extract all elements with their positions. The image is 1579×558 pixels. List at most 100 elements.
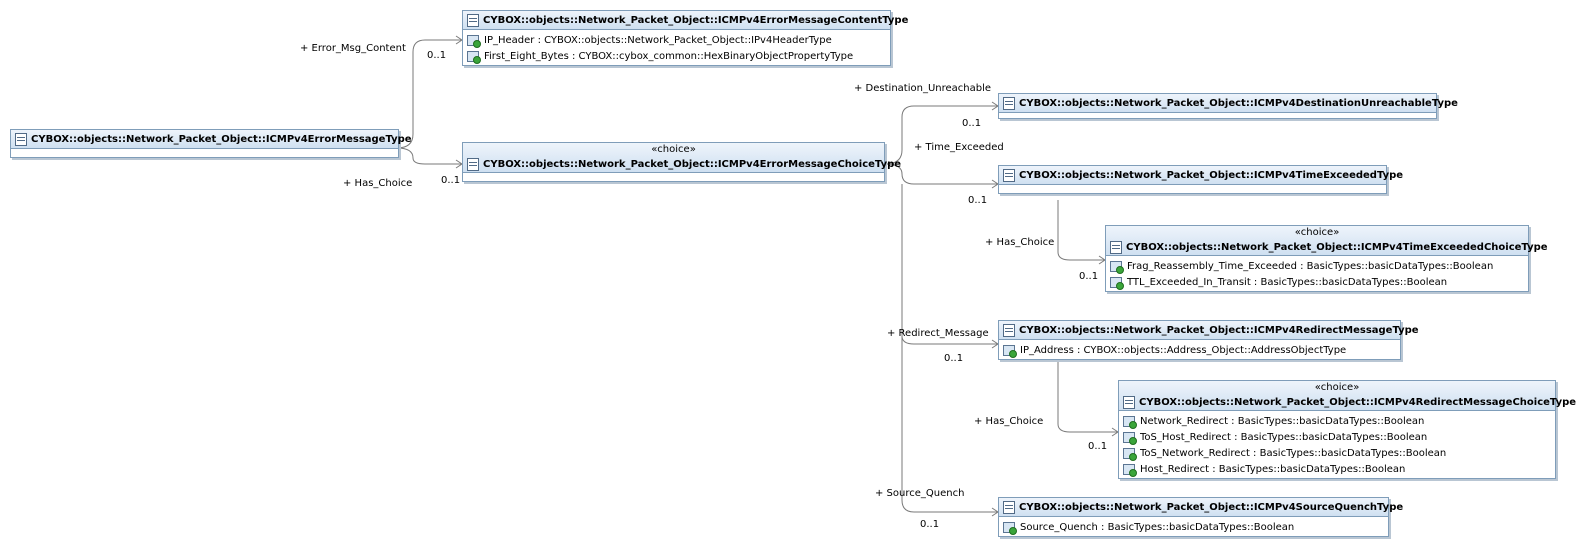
attribute-icon [1110, 276, 1124, 290]
attribute-text: TTL_Exceeded_In_Transit : BasicTypes::ba… [1127, 276, 1448, 288]
stereotype: «choice» [1294, 227, 1340, 238]
attribute-icon [1003, 344, 1017, 358]
class-icmpv4-redirect-message-choice[interactable]: «choice» CYBOX::objects::Network_Packet_… [1118, 380, 1576, 479]
class-icmpv4-time-exceeded-choice[interactable]: «choice» CYBOX::objects::Network_Packet_… [1105, 225, 1548, 292]
multiplicity-label: 0..1 [944, 353, 964, 364]
connector-has-choice [396, 147, 462, 165]
attribute-text: Source_Quench : BasicTypes::basicDataTyp… [1020, 521, 1295, 533]
class-header: CYBOX::objects::Network_Packet_Object::I… [999, 166, 1403, 185]
attribute-text: ToS_Host_Redirect : BasicTypes::basicDat… [1140, 431, 1428, 443]
role-label-te-has-choice: + Has_Choice [985, 237, 1055, 248]
attribute-compartment: Source_Quench : BasicTypes::basicDataTyp… [999, 517, 1388, 536]
class-icon [1003, 168, 1015, 182]
class-name: CYBOX::objects::Network_Packet_Object::I… [1139, 396, 1577, 408]
multiplicity-label: 0..1 [920, 519, 940, 530]
class-header: «choice» CYBOX::objects::Network_Packet_… [1119, 381, 1576, 411]
attribute-compartment: IP_Address : CYBOX::objects::Address_Obj… [999, 340, 1400, 359]
connector-source-quench [901, 499, 998, 513]
attribute-icon [1123, 431, 1137, 445]
stereotype: «choice» [651, 144, 696, 155]
class-header: CYBOX::objects::Network_Packet_Object::I… [999, 498, 1403, 517]
attribute-row[interactable]: Network_Redirect : BasicTypes::basicData… [1123, 413, 1551, 429]
class-icmpv4-error-message-content[interactable]: CYBOX::objects::Network_Packet_Object::I… [462, 10, 908, 66]
class-icmpv4-error-message-choice[interactable]: «choice» CYBOX::objects::Network_Packet_… [462, 142, 901, 182]
connector-destination-unreachable [884, 105, 998, 165]
class-name: CYBOX::objects::Network_Packet_Object::I… [1019, 324, 1419, 336]
attribute-compartment [999, 113, 1436, 118]
class-icon [467, 157, 479, 171]
class-name: CYBOX::objects::Network_Packet_Object::I… [1019, 501, 1404, 513]
class-header: CYBOX::objects::Network_Packet_Object::I… [999, 94, 1458, 113]
attribute-compartment [463, 173, 884, 181]
class-header: CYBOX::objects::Network_Packet_Object::I… [999, 321, 1419, 340]
class-name: CYBOX::objects::Network_Packet_Object::I… [1126, 241, 1548, 253]
attribute-text: ToS_Network_Redirect : BasicTypes::basic… [1140, 447, 1447, 459]
attribute-row[interactable]: IP_Header : CYBOX::objects::Network_Pack… [467, 32, 886, 48]
attribute-compartment [999, 185, 1386, 193]
class-header: «choice» CYBOX::objects::Network_Packet_… [1106, 226, 1548, 256]
attribute-icon [1003, 521, 1017, 535]
role-label-rm-has-choice: + Has_Choice [974, 416, 1044, 427]
class-header: CYBOX::objects::Network_Packet_Object::I… [463, 11, 908, 30]
attribute-text: First_Eight_Bytes : CYBOX::cybox_common:… [484, 50, 854, 62]
role-label-source-quench: + Source_Quench [875, 488, 965, 499]
role-label-time-exceeded: + Time_Exceeded [914, 142, 1004, 153]
class-icon [467, 13, 479, 27]
attribute-row[interactable]: ToS_Network_Redirect : BasicTypes::basic… [1123, 445, 1551, 461]
attribute-row[interactable]: Frag_Reassembly_Time_Exceeded : BasicTyp… [1110, 258, 1524, 274]
multiplicity-label: 0..1 [427, 50, 447, 61]
attribute-text: IP_Address : CYBOX::objects::Address_Obj… [1020, 344, 1347, 356]
attribute-row[interactable]: Host_Redirect : BasicTypes::basicDataTyp… [1123, 461, 1551, 477]
connector-redirect-message [901, 335, 998, 345]
attribute-text: IP_Header : CYBOX::objects::Network_Pack… [484, 34, 832, 46]
attribute-text: Frag_Reassembly_Time_Exceeded : BasicTyp… [1127, 260, 1494, 272]
attribute-row[interactable]: First_Eight_Bytes : CYBOX::cybox_common:… [467, 48, 886, 64]
class-icon [1003, 96, 1015, 110]
class-icon [15, 132, 27, 146]
stereotype: «choice» [1314, 382, 1360, 393]
class-name: CYBOX::objects::Network_Packet_Object::I… [1019, 169, 1404, 181]
multiplicity-label: 0..1 [441, 175, 461, 186]
role-label-destination-unreachable: + Destination_Unreachable [854, 83, 992, 94]
attribute-icon [1110, 260, 1124, 274]
attribute-icon [1123, 463, 1137, 477]
attribute-compartment: Frag_Reassembly_Time_Exceeded : BasicTyp… [1106, 256, 1528, 291]
class-icmpv4-time-exceeded[interactable]: CYBOX::objects::Network_Packet_Object::I… [998, 165, 1403, 194]
connector-rm-has-choice [1057, 360, 1118, 433]
attribute-icon [467, 50, 481, 64]
attribute-icon [1123, 415, 1137, 429]
multiplicity-label: 0..1 [1079, 271, 1099, 282]
attribute-row[interactable]: IP_Address : CYBOX::objects::Address_Obj… [1003, 342, 1396, 358]
attribute-compartment [11, 149, 398, 157]
class-icon [1003, 500, 1015, 514]
attribute-text: Host_Redirect : BasicTypes::basicDataTyp… [1140, 463, 1406, 475]
class-name: CYBOX::objects::Network_Packet_Object::I… [31, 133, 412, 145]
role-label-redirect-message: + Redirect_Message [887, 328, 989, 339]
class-header: «choice» CYBOX::objects::Network_Packet_… [463, 143, 901, 173]
connector-time-exceeded [884, 163, 998, 185]
attribute-icon [1123, 447, 1137, 461]
role-label-error-msg-content: + Error_Msg_Content [300, 43, 406, 54]
class-header: CYBOX::objects::Network_Packet_Object::I… [11, 130, 412, 149]
attribute-icon [467, 34, 481, 48]
multiplicity-label: 0..1 [968, 195, 988, 206]
attribute-compartment: IP_Header : CYBOX::objects::Network_Pack… [463, 30, 890, 65]
class-icmpv4-destination-unreachable[interactable]: CYBOX::objects::Network_Packet_Object::I… [998, 93, 1458, 119]
attribute-row[interactable]: ToS_Host_Redirect : BasicTypes::basicDat… [1123, 429, 1551, 445]
attribute-row[interactable]: TTL_Exceeded_In_Transit : BasicTypes::ba… [1110, 274, 1524, 290]
class-name: CYBOX::objects::Network_Packet_Object::I… [483, 158, 902, 170]
class-icmpv4-source-quench[interactable]: CYBOX::objects::Network_Packet_Object::I… [998, 497, 1403, 537]
class-icon [1123, 395, 1135, 409]
class-icmpv4-redirect-message[interactable]: CYBOX::objects::Network_Packet_Object::I… [998, 320, 1419, 360]
class-name: CYBOX::objects::Network_Packet_Object::I… [483, 14, 909, 26]
class-icmpv4-error-message[interactable]: CYBOX::objects::Network_Packet_Object::I… [10, 129, 412, 158]
attribute-compartment: Network_Redirect : BasicTypes::basicData… [1119, 411, 1555, 478]
attribute-text: Network_Redirect : BasicTypes::basicData… [1140, 415, 1425, 427]
class-icon [1003, 323, 1015, 337]
class-name: CYBOX::objects::Network_Packet_Object::I… [1019, 97, 1458, 109]
multiplicity-label: 0..1 [962, 118, 982, 129]
attribute-row[interactable]: Source_Quench : BasicTypes::basicDataTyp… [1003, 519, 1384, 535]
class-icon [1110, 240, 1122, 254]
connector-te-has-choice [1057, 200, 1105, 261]
connector-error-msg-content [396, 39, 462, 149]
